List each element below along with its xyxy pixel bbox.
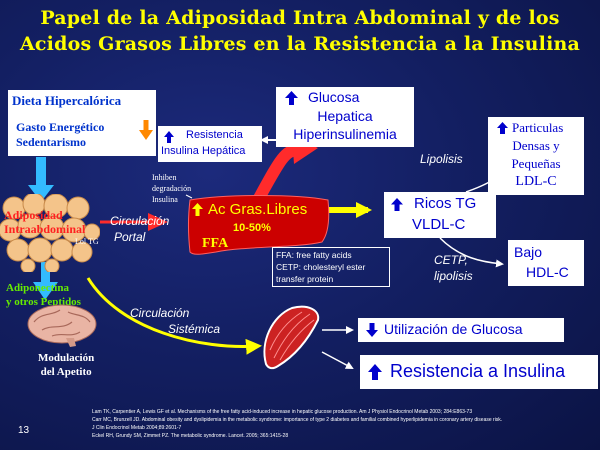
resistencia-hepatica-box: Resistencia Insulina Hepática [158, 126, 262, 162]
references: Lam TK, Carpentier A, Lewis GF et al. Me… [92, 408, 596, 440]
white-arrow-muscle-resistencia [321, 351, 354, 369]
title-line-1: Papel de la Adiposidad Intra Abdominal y… [40, 7, 560, 29]
item-sedentarismo: Sedentarismo [16, 135, 86, 149]
legend-line-3: transfer protein [276, 274, 334, 284]
arrow-up-icon [164, 131, 174, 143]
arrow-up-icon [368, 364, 382, 380]
modulacion-line-2: del Apetito [40, 366, 92, 378]
ref-line-4: Eckel RH, Grundy SM, Zimmet PZ. The meta… [92, 433, 289, 439]
bajo-hdl-box: Bajo HDL-C [508, 240, 584, 286]
adiposidad-label: Adiposidad Intraabdominal [4, 208, 85, 236]
ffa-shape [188, 195, 330, 255]
utilizacion-box: Utilización de Glucosa [358, 318, 564, 342]
modulacion-line-1: Modulación [38, 352, 95, 364]
circ-portal-line-2: Portal [114, 230, 146, 244]
arrow-down-icon [139, 120, 153, 140]
cyan-arrow-brain [33, 262, 58, 300]
particulas-line-3: Pequeñas [511, 156, 561, 171]
ffa-pct: 10-50% [233, 222, 271, 234]
inhiben-line-2: degradación [152, 184, 192, 193]
legend-line-1: FFA: free fatty acids [276, 250, 352, 260]
circ-portal-line-1: Circulación [110, 214, 170, 228]
legend-box: FFA: free fatty acids CETP: cholesteryl … [272, 247, 390, 287]
bajo-line-1: Bajo [514, 244, 543, 260]
ref-line-2: Carr MC, Brunzell JD. Abdominal obesity … [92, 417, 503, 423]
res-hep-line-2: Insulina Hepática [161, 145, 246, 157]
circ-sistemica-label: Circulación Sistémica [130, 305, 220, 337]
left-box: Dieta Hipercalórica Gasto Energético Sed… [8, 90, 156, 156]
cetp-line-2: lipolisis [434, 269, 473, 283]
utilizacion-text: Utilización de Glucosa [384, 321, 523, 337]
legend-line-2: CETP: cholesteryl ester [276, 262, 366, 272]
legend-text: FFA: free fatty acids CETP: cholesteryl … [276, 249, 365, 285]
particulas-line-1: Particulas [512, 120, 564, 135]
arrow-up-icon [391, 198, 403, 211]
slide-title: Papel de la Adiposidad Intra Abdominal y… [0, 5, 600, 57]
white-arrow-ricos-hdl [439, 237, 504, 268]
cetp-line-1: CETP, [434, 253, 468, 267]
ref-line-1: Lam TK, Carpentier A, Lewis GF et al. Me… [92, 409, 473, 415]
title-line-2: Acidos Grasos Libres en la Resistencia a… [19, 33, 581, 55]
ricos-line-1: Ricos TG [414, 195, 477, 212]
particulas-line-2: Densas y [512, 138, 560, 153]
resistencia-insulina-text: Resistencia a Insulina [390, 361, 566, 381]
glucosa-line-1: Glucosa [308, 89, 360, 105]
yellow-arrow-systemic [86, 277, 262, 355]
lipolisis-label: Lipolisis [420, 152, 463, 166]
cetp-label: CETP, lipolisis [434, 252, 473, 284]
muscle-image [263, 305, 320, 370]
adiposidad-line-1: Adiposidad [4, 208, 63, 222]
inhiben-line-3: Insulina [152, 195, 178, 204]
glucosa-box: Glucosa Hepatica Hiperinsulinemia [276, 87, 414, 147]
modulacion-label: Modulación del Apetito [38, 351, 94, 379]
item-dieta: Dieta Hipercalórica [12, 93, 122, 108]
bajo-line-2: HDL-C [526, 264, 569, 280]
ffa-line-1: Ac Gras.Libres [208, 201, 308, 218]
adipose-tissue-image [0, 194, 100, 272]
resistencia-insulina-box: Resistencia a Insulina [360, 355, 598, 389]
ricos-line-2: VLDL-C [412, 216, 466, 233]
item-gasto: Gasto Energético [16, 120, 105, 134]
inhiben-label: Inhiben degradación Insulina [152, 172, 191, 205]
circ-portal-label: Circulación Portal [110, 213, 169, 245]
circ-sistemica-line-1: Circulación [130, 306, 190, 320]
particulas-box: Particulas Densas y Pequeñas LDL-C [488, 117, 584, 195]
inhiben-line-1: Inhiben [152, 173, 177, 182]
adiponectina-line-1: Adiponectina [6, 282, 69, 294]
red-arrow-ffa-glucosa [252, 144, 299, 203]
brain-image [27, 304, 97, 347]
circ-sistemica-line-2: Sistémica [168, 322, 221, 336]
particulas-line-4: LDL-C [515, 174, 557, 189]
ref-line-3: J Clin Endocrinol Metab 2004;89:2601-7 [92, 425, 182, 431]
slide-number: 13 [18, 425, 30, 436]
cyan-arrow-down [28, 157, 54, 202]
arrow-down-icon [366, 323, 378, 337]
res-hep-line-1: Resistencia [186, 129, 243, 141]
arrow-up-icon [497, 122, 508, 134]
lol-tg-label: Lol TG [75, 237, 99, 246]
glucosa-line-3: Hiperinsulinemia [293, 126, 397, 142]
adiposidad-line-2: Intraabdominal [4, 222, 86, 236]
ffa-label: FFA [202, 236, 229, 251]
ricos-tg-box: Ricos TG VLDL-C [384, 192, 496, 238]
arrow-up-icon [192, 203, 203, 216]
arrow-up-icon [285, 91, 298, 105]
glucosa-line-2: Hepatica [317, 108, 373, 124]
